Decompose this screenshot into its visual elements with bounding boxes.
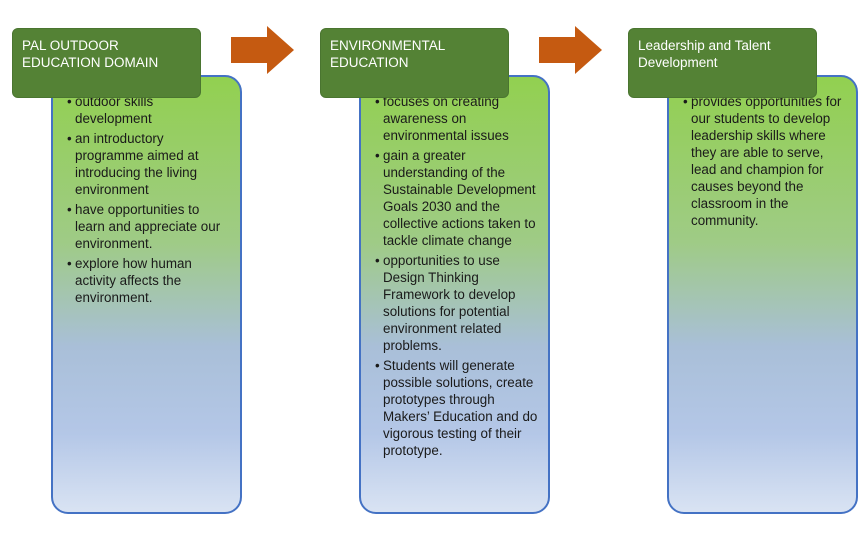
bullet-icon: • [67,256,72,271]
card-leadership-talent-development: •provides opportunities for our students… [667,75,858,514]
list-item: •gain a greater understanding of the Sus… [375,148,536,248]
list-item: •an introductory programme aimed at intr… [67,131,199,197]
header-environmental-education: ENVIRONMENTAL EDUCATION [320,28,509,98]
bullet-icon: • [375,358,380,373]
bullet-list: •provides opportunities for our students… [683,93,848,229]
header-leadership-talent-development: Leadership and Talent Development [628,28,817,98]
list-item: •have opportunities to learn and appreci… [67,202,221,251]
bullet-icon: • [67,131,72,146]
bullet-list: •outdoor skills development •an introduc… [67,93,232,306]
list-item: •provides opportunities for our students… [683,94,842,228]
arrow-shape [539,26,602,74]
bullet-icon: • [375,148,380,163]
bullet-icon: • [683,94,688,109]
bullet-icon: • [67,94,72,109]
header-pal-outdoor-education: PAL OUTDOOR EDUCATION DOMAIN [12,28,201,98]
list-item: • explore how human activity affects the… [67,256,192,305]
bullet-icon: • [67,202,72,217]
list-item: •focuses on creating awareness on enviro… [375,94,509,143]
card-pal-outdoor-education: •outdoor skills development •an introduc… [51,75,242,514]
list-item: •opportunities to use Design Thinking Fr… [375,253,516,353]
arrow-shape [231,26,294,74]
arrow-right-icon [539,26,602,74]
bullet-icon: • [375,253,380,268]
card-environmental-education: •focuses on creating awareness on enviro… [359,75,550,514]
arrow-right-icon [231,26,294,74]
list-item: •outdoor skills development [67,94,154,126]
list-item: •Students will generate possible solutio… [375,358,538,458]
bullet-list: •focuses on creating awareness on enviro… [375,93,540,459]
bullet-icon: • [375,94,380,109]
